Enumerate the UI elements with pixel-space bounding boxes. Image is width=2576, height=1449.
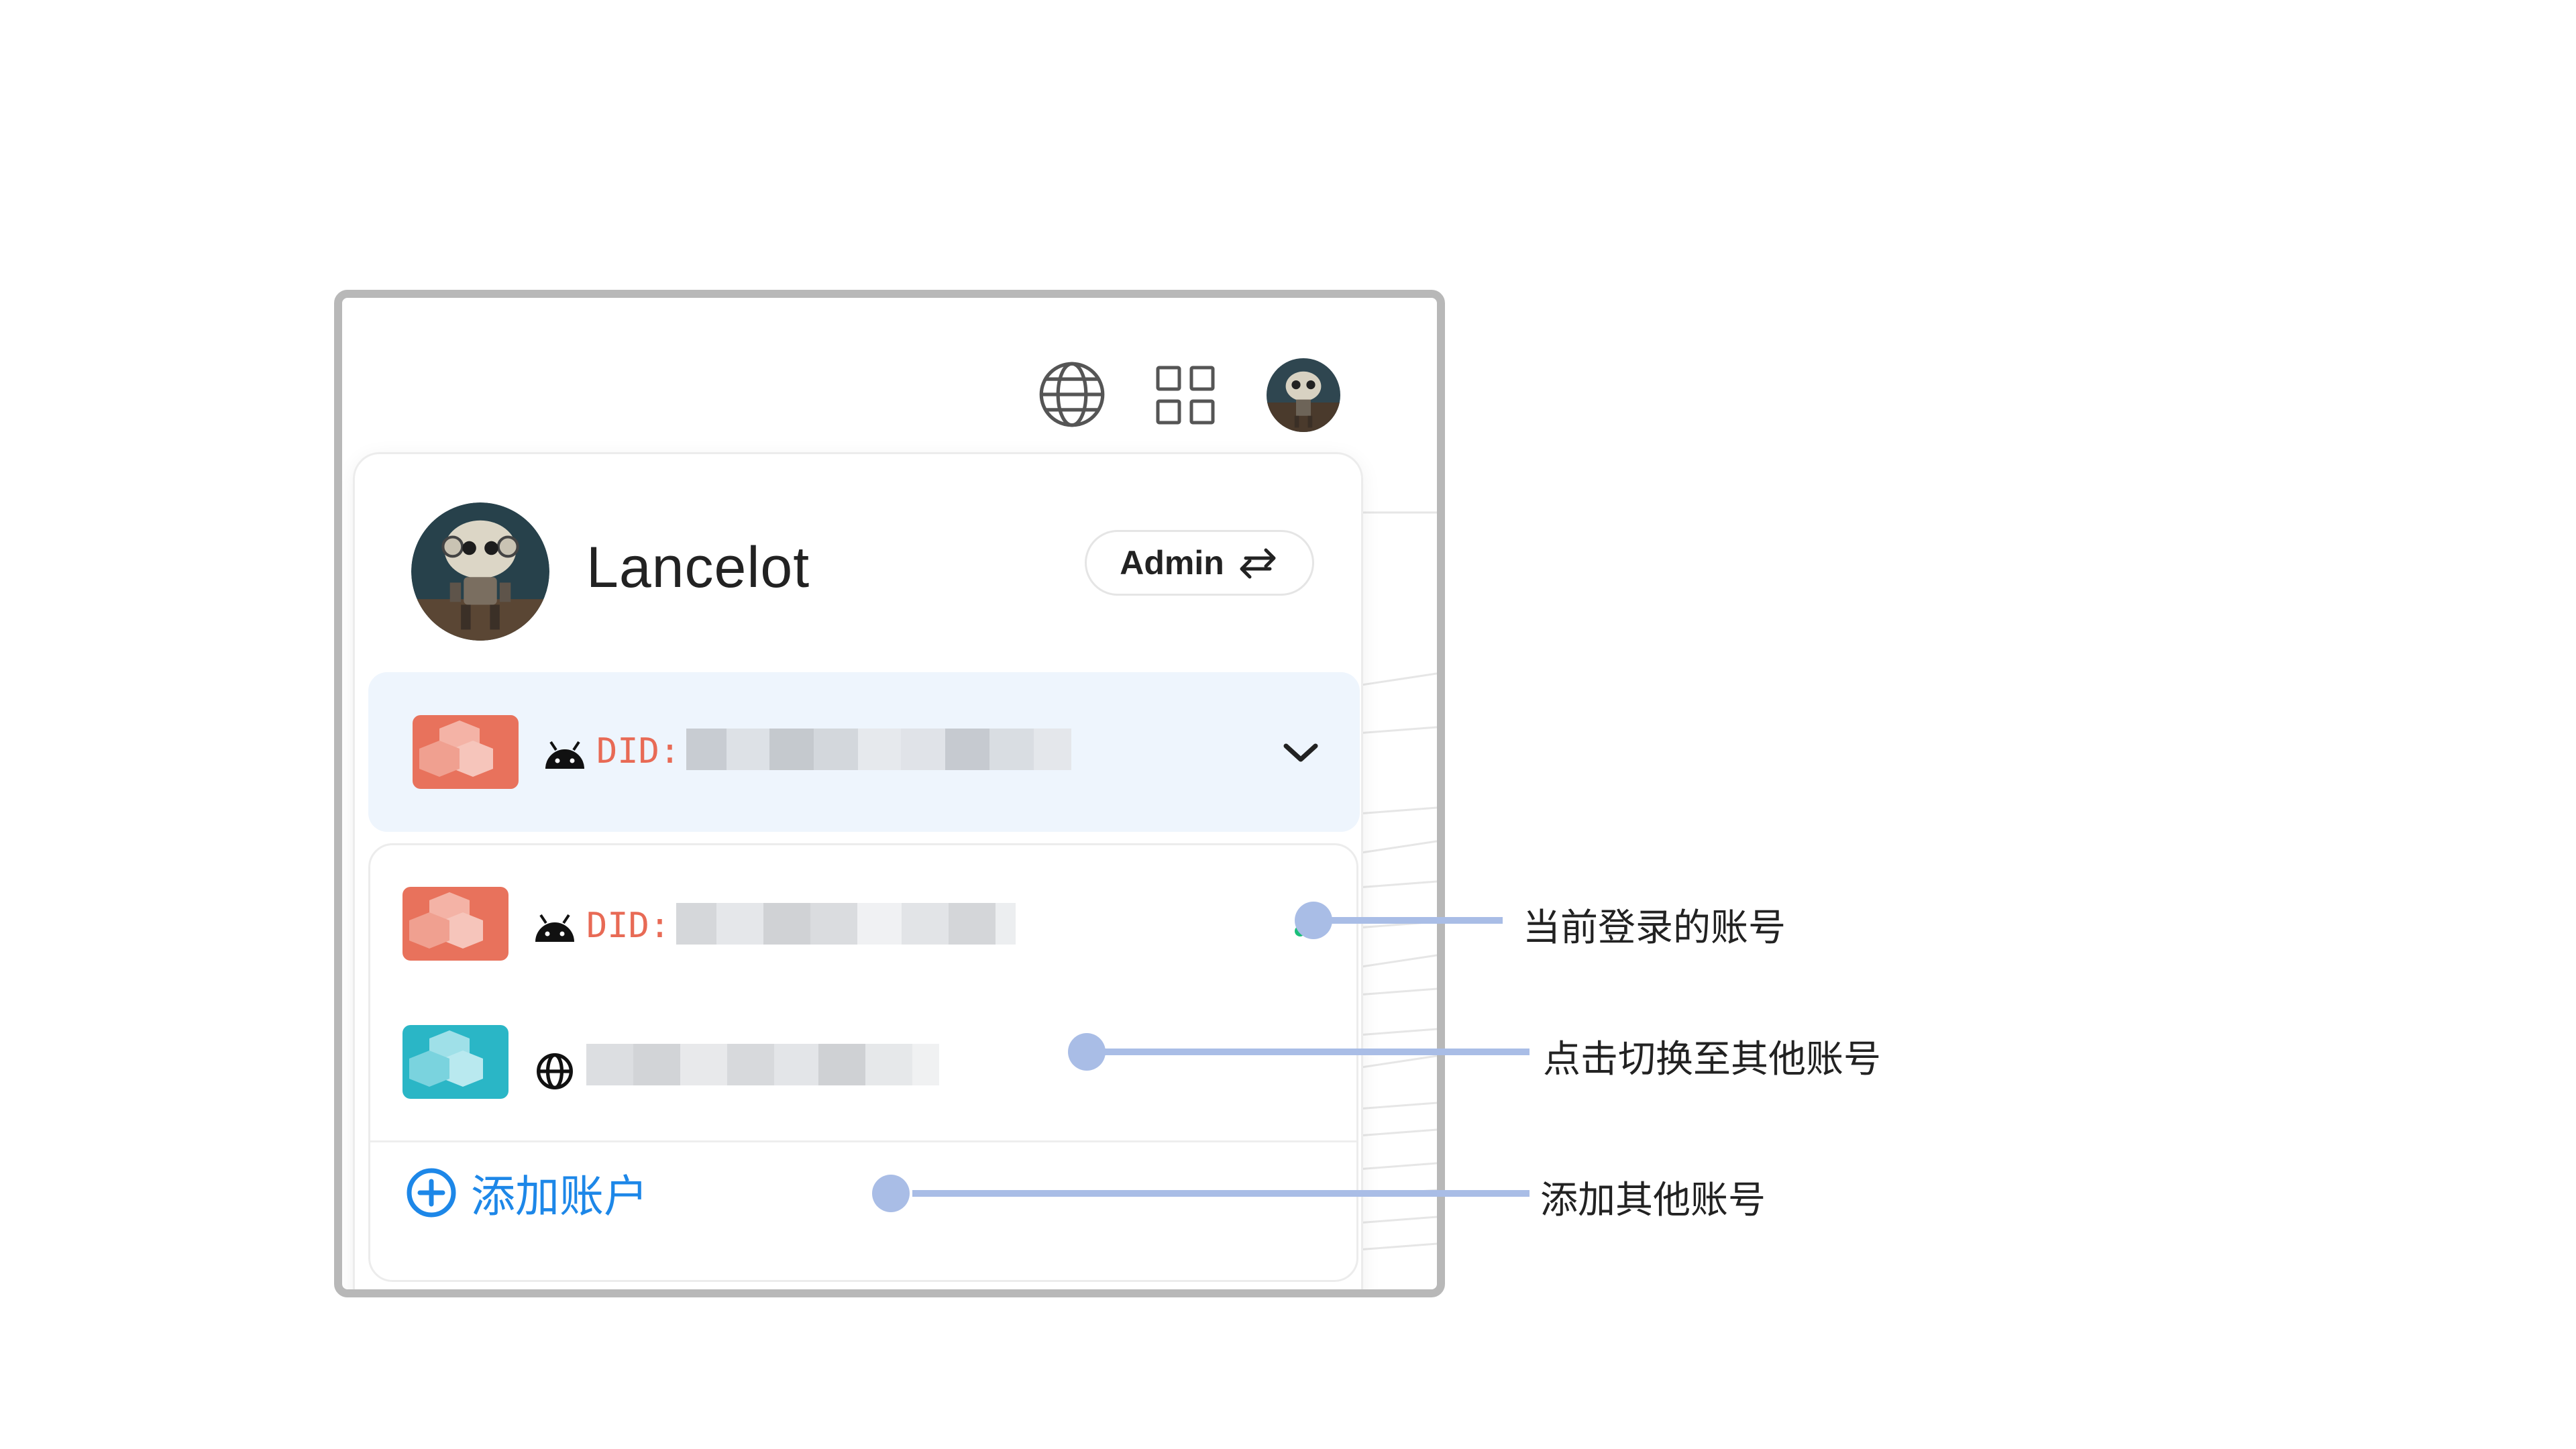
did-prefix: DID: [586, 906, 671, 946]
plus-circle-icon [407, 1168, 456, 1218]
callout-line-current [1328, 917, 1503, 924]
callout-current-account: 当前登录的账号 [1523, 906, 1786, 949]
redacted-did [676, 903, 1016, 945]
did-avatar-image [402, 887, 508, 961]
add-account-label: 添加账户 [471, 1171, 648, 1221]
callout-dot-switch [1068, 1033, 1106, 1071]
callout-switch-account: 点击切换至其他账号 [1543, 1038, 1881, 1080]
add-account-button[interactable]: 添加账户 [405, 1161, 648, 1225]
user-name: Lancelot [586, 535, 810, 600]
globe-icon[interactable] [1037, 360, 1107, 429]
did-avatar-image [402, 1025, 508, 1099]
redacted-address [586, 1044, 939, 1085]
callout-dot-add [872, 1175, 910, 1212]
list-item[interactable]: DID: [370, 845, 1356, 979]
role-switch-button[interactable]: Admin [1085, 530, 1314, 596]
redacted-did [686, 729, 1071, 770]
list-item[interactable] [370, 979, 1356, 1114]
android-icon [535, 914, 574, 942]
callout-dot-current [1295, 902, 1332, 939]
did-prefix: DID: [596, 731, 681, 771]
account-list: DID: [368, 843, 1358, 1282]
chevron-down-icon[interactable] [1282, 739, 1320, 766]
user-avatar [411, 502, 549, 641]
did-avatar-image [413, 715, 519, 789]
callout-line-switch [1100, 1049, 1529, 1055]
avatar[interactable] [1267, 358, 1340, 432]
app-window: Lancelot Admin [334, 290, 1445, 1297]
swap-arrows-icon [1240, 548, 1276, 579]
role-label: Admin [1120, 544, 1224, 582]
list-divider [370, 1140, 1356, 1142]
callout-add-account: 添加其他账号 [1540, 1179, 1766, 1221]
current-did-selector[interactable]: DID: [368, 672, 1360, 832]
callout-line-add [912, 1190, 1529, 1197]
background-lines [1348, 511, 1437, 1252]
globe-icon [537, 1053, 573, 1089]
grid-icon[interactable] [1155, 365, 1216, 425]
user-menu-popover: Lancelot Admin [353, 452, 1363, 1289]
android-icon [545, 741, 584, 769]
